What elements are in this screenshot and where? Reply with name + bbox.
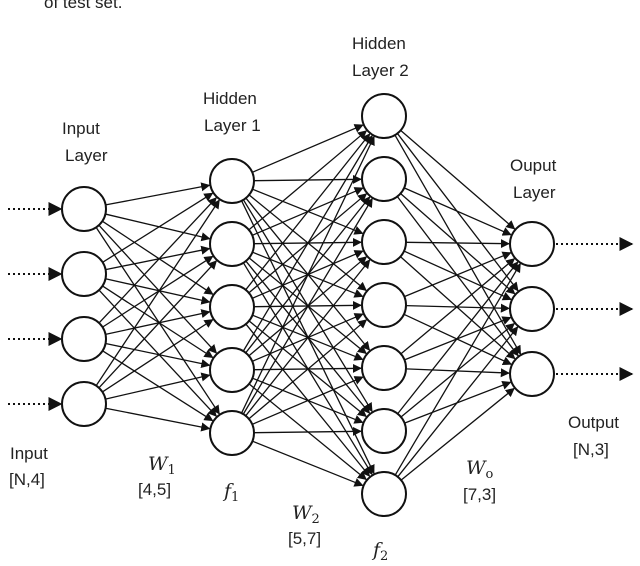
connection-edge [98, 260, 217, 389]
connection-edge [102, 350, 214, 422]
connection-edge [105, 342, 211, 369]
connection-edge [394, 263, 521, 476]
connection-edge [105, 182, 211, 206]
output-node [509, 351, 555, 397]
connection-edge [102, 285, 214, 359]
weight-2-symbol: W2 [292, 502, 320, 527]
output-label: Output [568, 413, 619, 432]
connection-edge [404, 251, 512, 298]
hidden-layer-1-label-line1: Hidden [203, 89, 257, 108]
hidden-layer-1-label-line2: Layer 1 [204, 116, 261, 135]
input-label: Input [10, 444, 48, 463]
hidden2-node [361, 345, 407, 391]
connection-edge [397, 261, 519, 415]
hidden1-node [209, 410, 255, 456]
output-shape: [N,3] [573, 440, 609, 459]
connection-edge [105, 309, 211, 335]
hidden-layer-2-label-line1: Hidden [352, 34, 406, 53]
weight-o-symbol: Wo [466, 457, 494, 482]
connection-edge [248, 319, 368, 420]
weight-2-shape: [5,7] [288, 529, 321, 548]
connection-edge [252, 440, 364, 487]
connection-edge [397, 326, 519, 478]
activation-1-symbol: f1 [222, 480, 239, 505]
connection-edge [400, 129, 516, 230]
connection-edge [253, 426, 362, 436]
connection-edge [251, 124, 364, 173]
connection-edge [400, 193, 516, 295]
connection-edge [98, 197, 217, 324]
hidden1-node [209, 284, 255, 330]
connection-edge [105, 407, 211, 432]
connection-edge [245, 259, 371, 417]
connection-edge [242, 134, 373, 352]
input-node [61, 316, 107, 362]
connection-edge [242, 197, 373, 415]
hidden-layer-2-label-line2: Layer 2 [352, 61, 409, 80]
weight-1-symbol: W1 [148, 453, 176, 478]
input-layer-label-line1: Input [62, 119, 100, 138]
connection-edge [240, 135, 375, 414]
connection-edge [403, 187, 512, 236]
hidden2-node [361, 282, 407, 328]
input-node [61, 251, 107, 297]
cutoff-header-text: of test set. [44, 0, 122, 12]
input-node [61, 186, 107, 232]
connection-edge [400, 387, 515, 481]
output-node [509, 286, 555, 332]
connection-edge [105, 213, 211, 242]
connection-edge [95, 226, 220, 415]
connection-edge [102, 319, 214, 393]
activation-2-symbol: f2 [371, 539, 388, 564]
connections-group [95, 124, 522, 487]
output-layer-label-line1: Ouput [510, 156, 557, 175]
connection-edge [101, 220, 214, 295]
connection-edge [396, 133, 519, 292]
hidden2-node [361, 219, 407, 265]
hidden2-node [361, 93, 407, 139]
input-layer-label-line2: Layer [65, 146, 108, 165]
output-node [509, 221, 555, 267]
weight-o-shape: [7,3] [463, 485, 496, 504]
input-shape: [N,4] [9, 470, 45, 489]
neurons-group [61, 93, 555, 517]
connection-edge [102, 255, 214, 328]
connection-edge [98, 289, 217, 417]
connection-edge [95, 199, 220, 387]
hidden2-node [361, 156, 407, 202]
hidden2-node [361, 408, 407, 454]
hidden2-node [361, 471, 407, 517]
hidden1-node [209, 347, 255, 393]
connection-edge [105, 278, 211, 305]
connection-edge [405, 239, 510, 249]
connection-edge [105, 245, 211, 271]
connection-edge [248, 130, 368, 231]
input-node [61, 381, 107, 427]
connection-edge [399, 256, 516, 360]
connection-edge [396, 196, 519, 357]
hidden1-node [209, 221, 255, 267]
connection-edge [105, 372, 211, 400]
output-layer-label-line2: Layer [513, 183, 556, 202]
weight-1-shape: [4,5] [138, 480, 171, 499]
io-arrows-group [8, 202, 634, 411]
connection-edge [98, 224, 218, 354]
connection-edge [400, 258, 516, 355]
hidden1-node [209, 158, 255, 204]
connection-edge [245, 133, 371, 291]
connection-edge [102, 192, 214, 263]
connection-edge [251, 376, 364, 425]
